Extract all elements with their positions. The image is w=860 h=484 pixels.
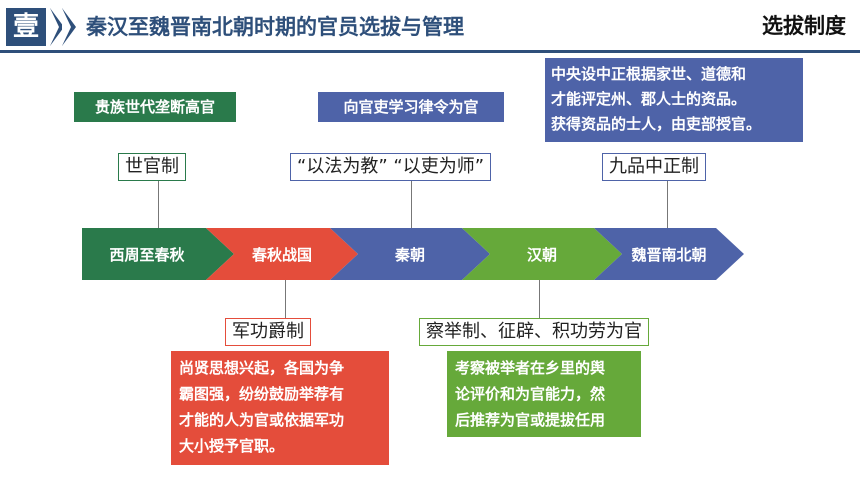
wei-note: 中央设中正根据家世、道德和 才能评定州、郡人士的资品。 获得资品的士人，由吏部授… bbox=[545, 58, 803, 142]
wei-note-line-2: 才能评定州、郡人士的资品。 bbox=[551, 90, 747, 108]
warring-note-line-1: 尚贤思想兴起，各国为争 bbox=[179, 359, 345, 377]
zhou-note: 贵族世代垄断高官 bbox=[74, 92, 236, 122]
warring-term: 军功爵制 bbox=[225, 318, 311, 346]
timeline-weijin: 魏晋南北朝 bbox=[594, 228, 744, 280]
connector-wei bbox=[667, 181, 668, 231]
warring-note-line-2: 霸图强，纷纷鼓励举荐有 bbox=[179, 385, 345, 403]
warring-note-line-4: 大小授予官职。 bbox=[179, 437, 285, 455]
connector-han bbox=[539, 276, 540, 318]
timeline-label: 魏晋南北朝 bbox=[631, 245, 707, 264]
timeline-label: 秦朝 bbox=[394, 245, 425, 264]
connector-zhou bbox=[158, 181, 159, 231]
han-term: 察举制、征辟、积功劳为官 bbox=[419, 318, 649, 346]
header-divider bbox=[0, 50, 860, 53]
page-title: 秦汉至魏晋南北朝时期的官员选拔与管理 bbox=[86, 15, 464, 39]
header-bar: 壹 秦汉至魏晋南北朝时期的官员选拔与管理 选拔制度 bbox=[0, 0, 860, 58]
han-note-line-2: 论评价和为官能力，然 bbox=[455, 385, 606, 403]
warring-note: 尚贤思想兴起，各国为争 霸图强，纷纷鼓励举荐有 才能的人为官或依据军功 大小授予… bbox=[171, 351, 389, 465]
timeline-label: 西周至春秋 bbox=[109, 245, 185, 264]
qin-note-text: 向官吏学习律令为官 bbox=[343, 98, 479, 116]
section-number-badge: 壹 bbox=[6, 8, 46, 46]
chevron-cut bbox=[50, 8, 59, 46]
chevron-cut bbox=[62, 8, 71, 46]
han-note-line-1: 考察被举者在乡里的舆 bbox=[455, 359, 606, 377]
han-note: 考察被举者在乡里的舆 论评价和为官能力，然 后推荐为官或提拔任用 bbox=[447, 351, 641, 437]
qin-term: “以法为教” “以吏为师” bbox=[290, 153, 492, 181]
timeline-label: 春秋战国 bbox=[251, 245, 312, 264]
connector-warring bbox=[285, 276, 286, 318]
zhou-term: 世官制 bbox=[118, 153, 186, 181]
timeline-label: 汉朝 bbox=[526, 245, 557, 264]
qin-note: 向官吏学习律令为官 bbox=[318, 92, 504, 122]
han-note-line-3: 后推荐为官或提拔任用 bbox=[455, 411, 606, 429]
warring-note-line-3: 才能的人为官或依据军功 bbox=[179, 411, 345, 429]
section-label: 选拔制度 bbox=[762, 14, 846, 38]
zhou-note-text: 贵族世代垄断高官 bbox=[94, 98, 215, 116]
wei-note-line-1: 中央设中正根据家世、道德和 bbox=[551, 65, 747, 83]
wei-note-line-3: 获得资品的士人，由吏部授官。 bbox=[551, 115, 762, 133]
timeline-xizhou: 西周至春秋 bbox=[82, 228, 234, 280]
wei-term: 九品中正制 bbox=[602, 153, 706, 181]
connector-qin bbox=[411, 181, 412, 231]
